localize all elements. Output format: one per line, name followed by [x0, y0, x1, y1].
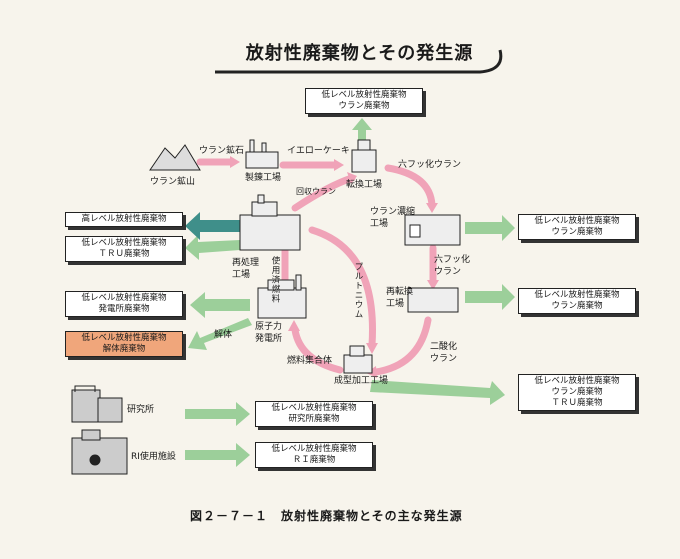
- enrichment-label-1: ウラン濃縮: [370, 207, 416, 217]
- waste-box-research: 低レベル放射性廃棄物研究所廃棄物: [255, 401, 373, 427]
- research-label: 研究所: [127, 405, 155, 415]
- flow-plutonium: プルトニウム: [353, 262, 363, 319]
- flow-recovered-uranium: 回収ウラン: [296, 187, 336, 196]
- reprocessing-icon: [239, 194, 301, 251]
- fuel-assembly-label: 燃料集合体: [287, 356, 333, 366]
- arrow-fab-right: [370, 380, 505, 405]
- arrow-ri: [185, 443, 250, 467]
- reconversion-icon: [407, 287, 459, 313]
- flow-dismantling: 解体: [214, 330, 233, 340]
- flow-uf6-1: 六フッ化: [434, 255, 471, 265]
- figure-caption: 図２－７－１ 放射性廃棄物とその主な発生源: [190, 509, 463, 523]
- refinery-label: 製錬工場: [245, 173, 282, 183]
- flow-uf6-2: ウラン: [434, 267, 462, 277]
- enrichment-icon: [404, 214, 461, 246]
- title-underline: [215, 49, 503, 74]
- arrow-tru-left: [185, 235, 240, 260]
- arrow-conv-up: [352, 118, 372, 145]
- reprocessing-label-1: 再処理: [232, 258, 260, 268]
- flow-uo2-2: ウラン: [430, 354, 458, 364]
- waste-box-conversion: 低レベル放射性廃棄物ウラン廃棄物: [305, 88, 423, 114]
- ri-facility-icon: [71, 429, 128, 475]
- arrow-hlw-left: [185, 212, 240, 240]
- waste-box-decommission: 低レベル放射性廃棄物解体廃棄物: [65, 331, 183, 357]
- waste-box-enrichment: 低レベル放射性廃棄物ウラン廃棄物: [518, 214, 636, 240]
- arrow-npp-decom: [188, 318, 252, 350]
- conversion-label: 転換工場: [346, 180, 383, 190]
- flow-yellowcake: イエローケーキ: [287, 146, 350, 156]
- mine-icon: [149, 144, 201, 171]
- research-icon: [71, 385, 123, 423]
- fabrication-label: 成型加工工場: [334, 376, 389, 386]
- arrow-research: [185, 402, 250, 426]
- npp-label-2: 発電所: [255, 334, 283, 344]
- flow-uf6-top: 六フッ化ウラン: [398, 160, 462, 170]
- flow-spent-fuel: 使用済燃料: [270, 256, 280, 304]
- reconversion-label-2: 工場: [386, 299, 405, 309]
- arrow-reprocess-to-conv: [291, 174, 356, 212]
- arrow-reconv-to-fab: [372, 316, 432, 376]
- waste-box-hlw: 高レベル放射性廃棄物: [65, 212, 183, 227]
- flow-uranium-ore: ウラン鉱石: [199, 146, 245, 156]
- waste-box-reconversion: 低レベル放射性廃棄物ウラン廃棄物: [518, 288, 636, 314]
- flow-uo2-1: 二酸化: [430, 342, 458, 352]
- reconversion-label-1: 再転換: [386, 287, 414, 297]
- npp-label-1: 原子力: [255, 322, 283, 332]
- waste-box-power: 低レベル放射性廃棄物発電所廃棄物: [65, 291, 183, 317]
- npp-icon: [257, 274, 307, 319]
- arrow-npp-left: [190, 292, 250, 318]
- arrow-reprocess-to-fab: [308, 226, 376, 349]
- reprocessing-label-2: 工場: [232, 270, 251, 280]
- arrow-conv-to-enrich: [384, 164, 436, 209]
- fabrication-icon: [343, 345, 373, 374]
- arrow-fab-to-npp: [291, 326, 344, 374]
- arrow-enrich-right: [465, 215, 515, 241]
- uranium-mine-label: ウラン鉱山: [150, 177, 196, 187]
- enrichment-label-2: 工場: [370, 219, 389, 229]
- refinery-icon: [245, 139, 279, 169]
- page-title: 放射性廃棄物とその発生源: [245, 43, 474, 64]
- arrow-reconv-right: [465, 284, 515, 310]
- conversion-icon: [351, 139, 377, 173]
- ri-facility-label: RI使用施設: [131, 452, 176, 462]
